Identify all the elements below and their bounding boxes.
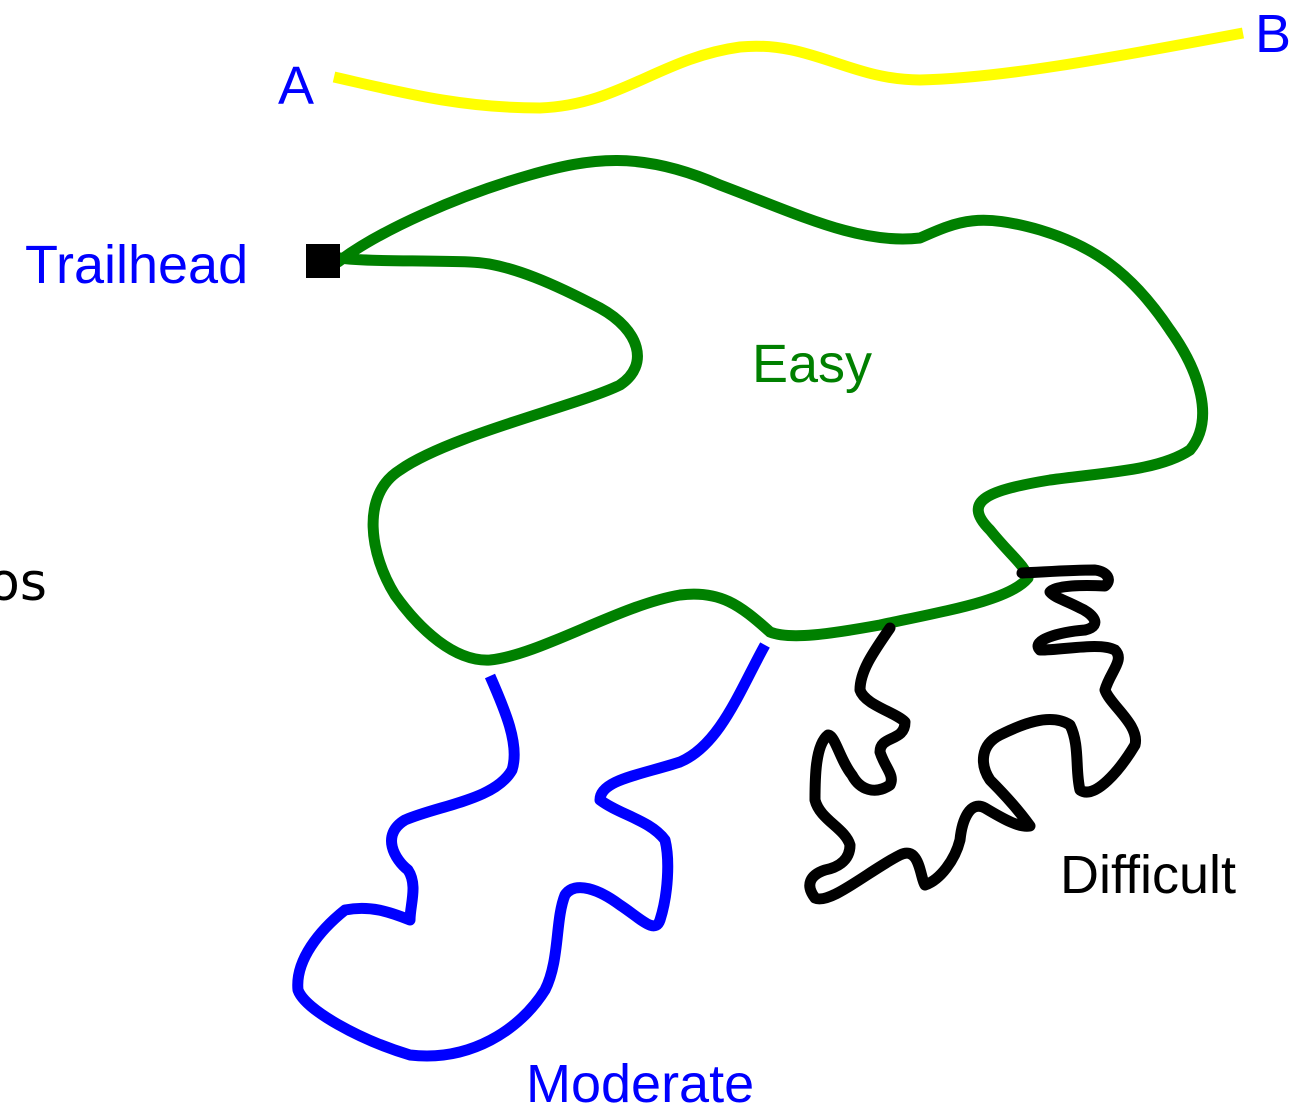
endpoint-label-b: B xyxy=(1255,4,1291,64)
trailhead-marker xyxy=(306,244,340,278)
difficult-trail xyxy=(804,564,1141,905)
moderate-trail-left xyxy=(292,642,770,1062)
moderate-label: Moderate xyxy=(526,1054,754,1106)
endpoint-label-a: A xyxy=(278,56,314,116)
yellow-path-a-to-b xyxy=(332,27,1245,114)
cropped-text-fragment: os xyxy=(0,553,47,613)
easy-loop-trail xyxy=(332,155,1209,666)
easy-label: Easy xyxy=(752,334,872,394)
trailhead-label: Trailhead xyxy=(25,235,248,295)
difficult-label: Difficult xyxy=(1060,845,1236,905)
